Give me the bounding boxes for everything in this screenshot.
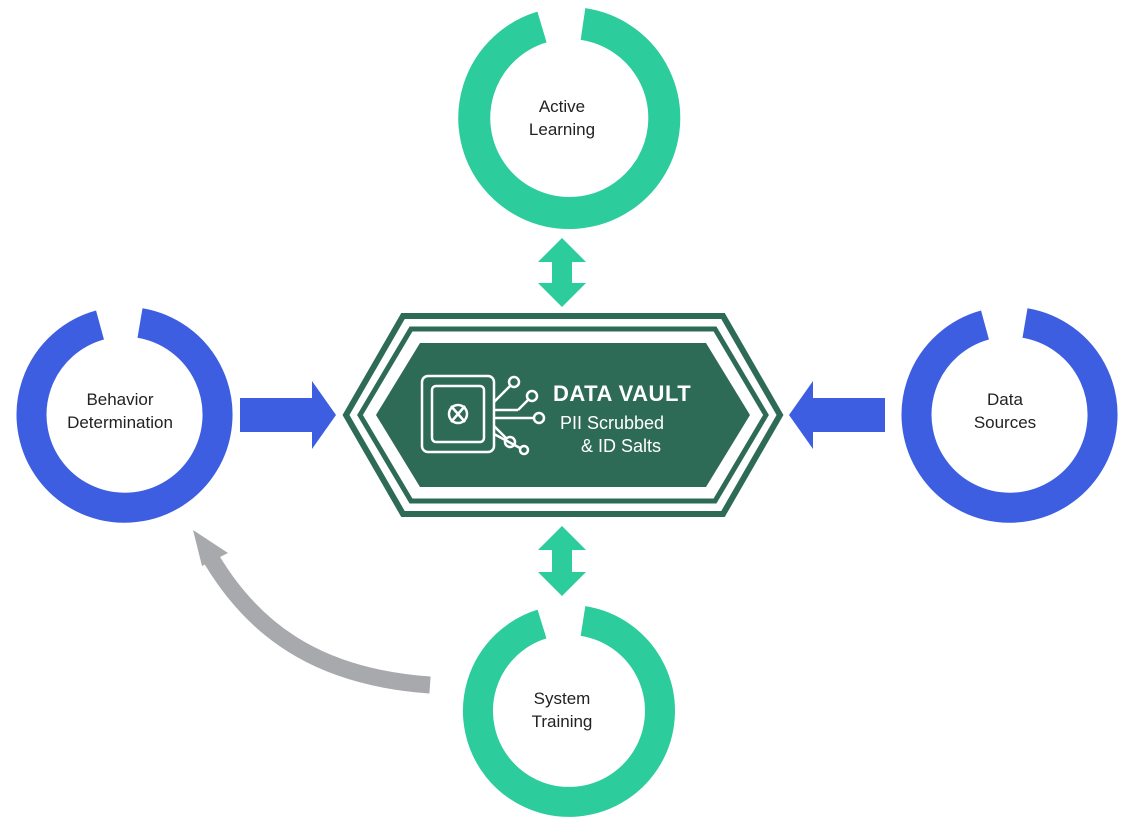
data-sources-ring-icon	[901, 308, 1118, 523]
arrow-sources-to-vault	[789, 381, 885, 449]
data-sources-node: Data Sources	[901, 308, 1118, 523]
vault-outer-frame	[342, 313, 784, 517]
vault-subtitle-line1: PII Scrubbed	[560, 413, 664, 433]
behavior-determination-label-line1: Behavior	[86, 390, 153, 409]
system-training-node: System Training	[463, 606, 675, 817]
behavior-determination-node: Behavior Determination	[16, 308, 233, 523]
active-learning-ring-icon	[458, 8, 681, 229]
arrow-training-to-behavior	[193, 530, 431, 694]
active-learning-label-line2: Learning	[529, 120, 595, 139]
data-vault: DATA VAULT PII Scrubbed & ID Salts	[342, 313, 784, 517]
arrow-behavior-to-vault	[240, 381, 336, 449]
vault-title: DATA VAULT	[553, 381, 691, 406]
active-learning-label-line1: Active	[539, 97, 585, 116]
double-arrow-active-learning-vault	[538, 238, 586, 307]
data-sources-label-line2: Sources	[974, 413, 1036, 432]
vault-middle-frame	[357, 326, 769, 504]
vault-subtitle-line2: & ID Salts	[581, 436, 661, 456]
active-learning-node: Active Learning	[458, 8, 681, 229]
system-training-label-line1: System	[534, 689, 591, 708]
data-sources-label-line1: Data	[987, 390, 1023, 409]
double-arrow-vault-system-training	[538, 526, 586, 596]
behavior-determination-ring-icon	[16, 308, 233, 523]
system-training-label-line2: Training	[532, 712, 593, 731]
chip-circuit-icon	[420, 374, 546, 456]
behavior-determination-label-line2: Determination	[67, 413, 173, 432]
system-training-ring-icon	[463, 606, 675, 817]
